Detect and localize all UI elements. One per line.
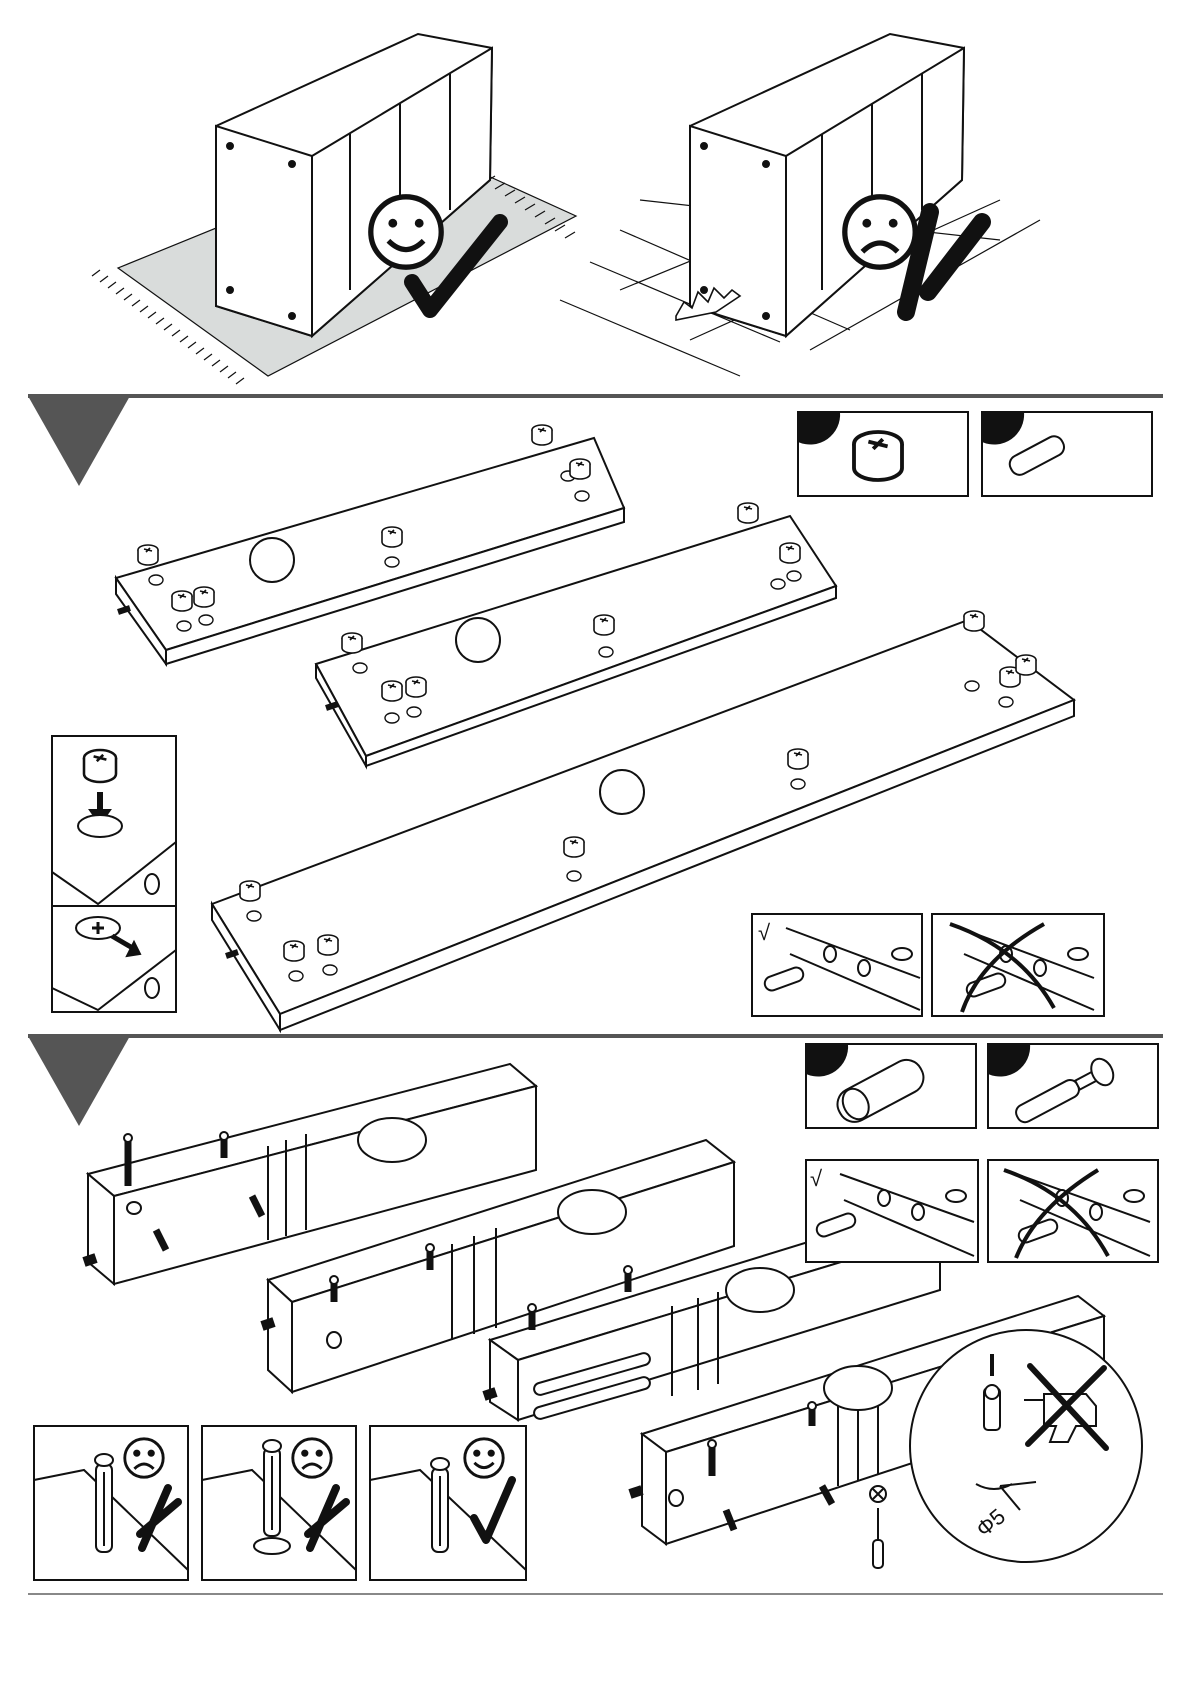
inset-dowel-incorrect [988,1160,1158,1262]
inset-bolt-too-high [202,1426,356,1580]
inset-dowel-correct: √ [806,1160,978,1262]
step-1: √ [28,396,1152,1030]
zoom-detail-no-drill: Φ5 [910,1330,1142,1562]
inset-bolt-correct [370,1426,526,1580]
inset-dowel-incorrect [932,914,1104,1016]
cross-icon [906,212,982,312]
step-2: Φ5 √ [28,1036,1158,1580]
inset-insert-cam [52,736,176,1012]
svg-text:√: √ [758,920,771,945]
part-box-dowel [982,412,1152,496]
step-marker [28,1036,130,1126]
part-box-dowel [806,1044,976,1128]
protruding-dowel [226,952,238,956]
inset-dowel-correct: √ [752,914,922,1016]
screwdriver-icon [870,1486,886,1568]
svg-text:√: √ [810,1166,823,1191]
correct-surface-illustration [92,34,576,384]
protruding-dowel [326,704,338,708]
part-box-cam-bolt [988,1044,1158,1129]
protruding-dowel [118,608,130,612]
part-box-cam-lock [798,412,968,496]
incorrect-surface-illustration [560,34,1040,376]
smile-icon [371,197,441,267]
step-marker [28,396,130,486]
inset-bolt-too-deep [34,1426,188,1580]
sad-icon [845,197,915,267]
